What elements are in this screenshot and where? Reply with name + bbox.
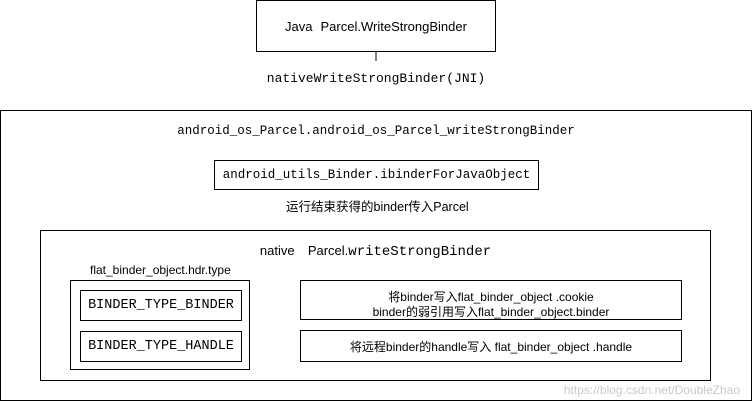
- java-parcel-box: Java Parcel.WriteStrongBinder: [256, 0, 496, 52]
- binder-write-weakref-text: binder的弱引用写入flat_binder_object.binder: [372, 305, 610, 319]
- android-os-parcel-title: android_os_Parcel.android_os_Parcel_writ…: [177, 124, 575, 138]
- binder-type-binder-label: BINDER_TYPE_BINDER: [88, 298, 234, 313]
- java-parcel-method: Parcel.WriteStrongBinder: [320, 18, 467, 34]
- binder-pass-label: 运行结束获得的binder传入Parcel: [286, 200, 469, 214]
- ibinder-label: android_utils_Binder.ibinderForJavaObjec…: [222, 168, 531, 182]
- binder-type-binder-box: BINDER_TYPE_BINDER: [80, 290, 242, 321]
- binder-write-result-box: 将binder写入flat_binder_object .cookie bind…: [300, 280, 682, 320]
- jni-call-label: nativeWriteStrongBinder(JNI): [266, 71, 486, 86]
- ibinder-for-java-object-box: android_utils_Binder.ibinderForJavaObjec…: [214, 160, 539, 190]
- native-parcel-method: writeStrongBinder: [348, 244, 492, 260]
- binder-type-group-label: flat_binder_object.hdr.type: [90, 263, 231, 277]
- binder-type-handle-label: BINDER_TYPE_HANDLE: [88, 339, 234, 354]
- csdn-watermark: https://blog.csdn.net/DoubleZhao: [563, 383, 740, 397]
- binder-type-handle-box: BINDER_TYPE_HANDLE: [80, 331, 242, 362]
- binder-write-cookie-text: 将binder写入flat_binder_object .cookie: [388, 290, 594, 304]
- java-label: Java: [285, 18, 313, 34]
- handle-write-result-box: 将远程binder的handle写入 flat_binder_object .h…: [300, 330, 682, 362]
- native-label: native: [259, 243, 295, 258]
- native-parcel-title: native Parcel.writeStrongBinder: [41, 243, 710, 260]
- native-parcel-class: Parcel.: [307, 243, 349, 258]
- handle-write-text: 将远程binder的handle写入 flat_binder_object .h…: [349, 339, 633, 354]
